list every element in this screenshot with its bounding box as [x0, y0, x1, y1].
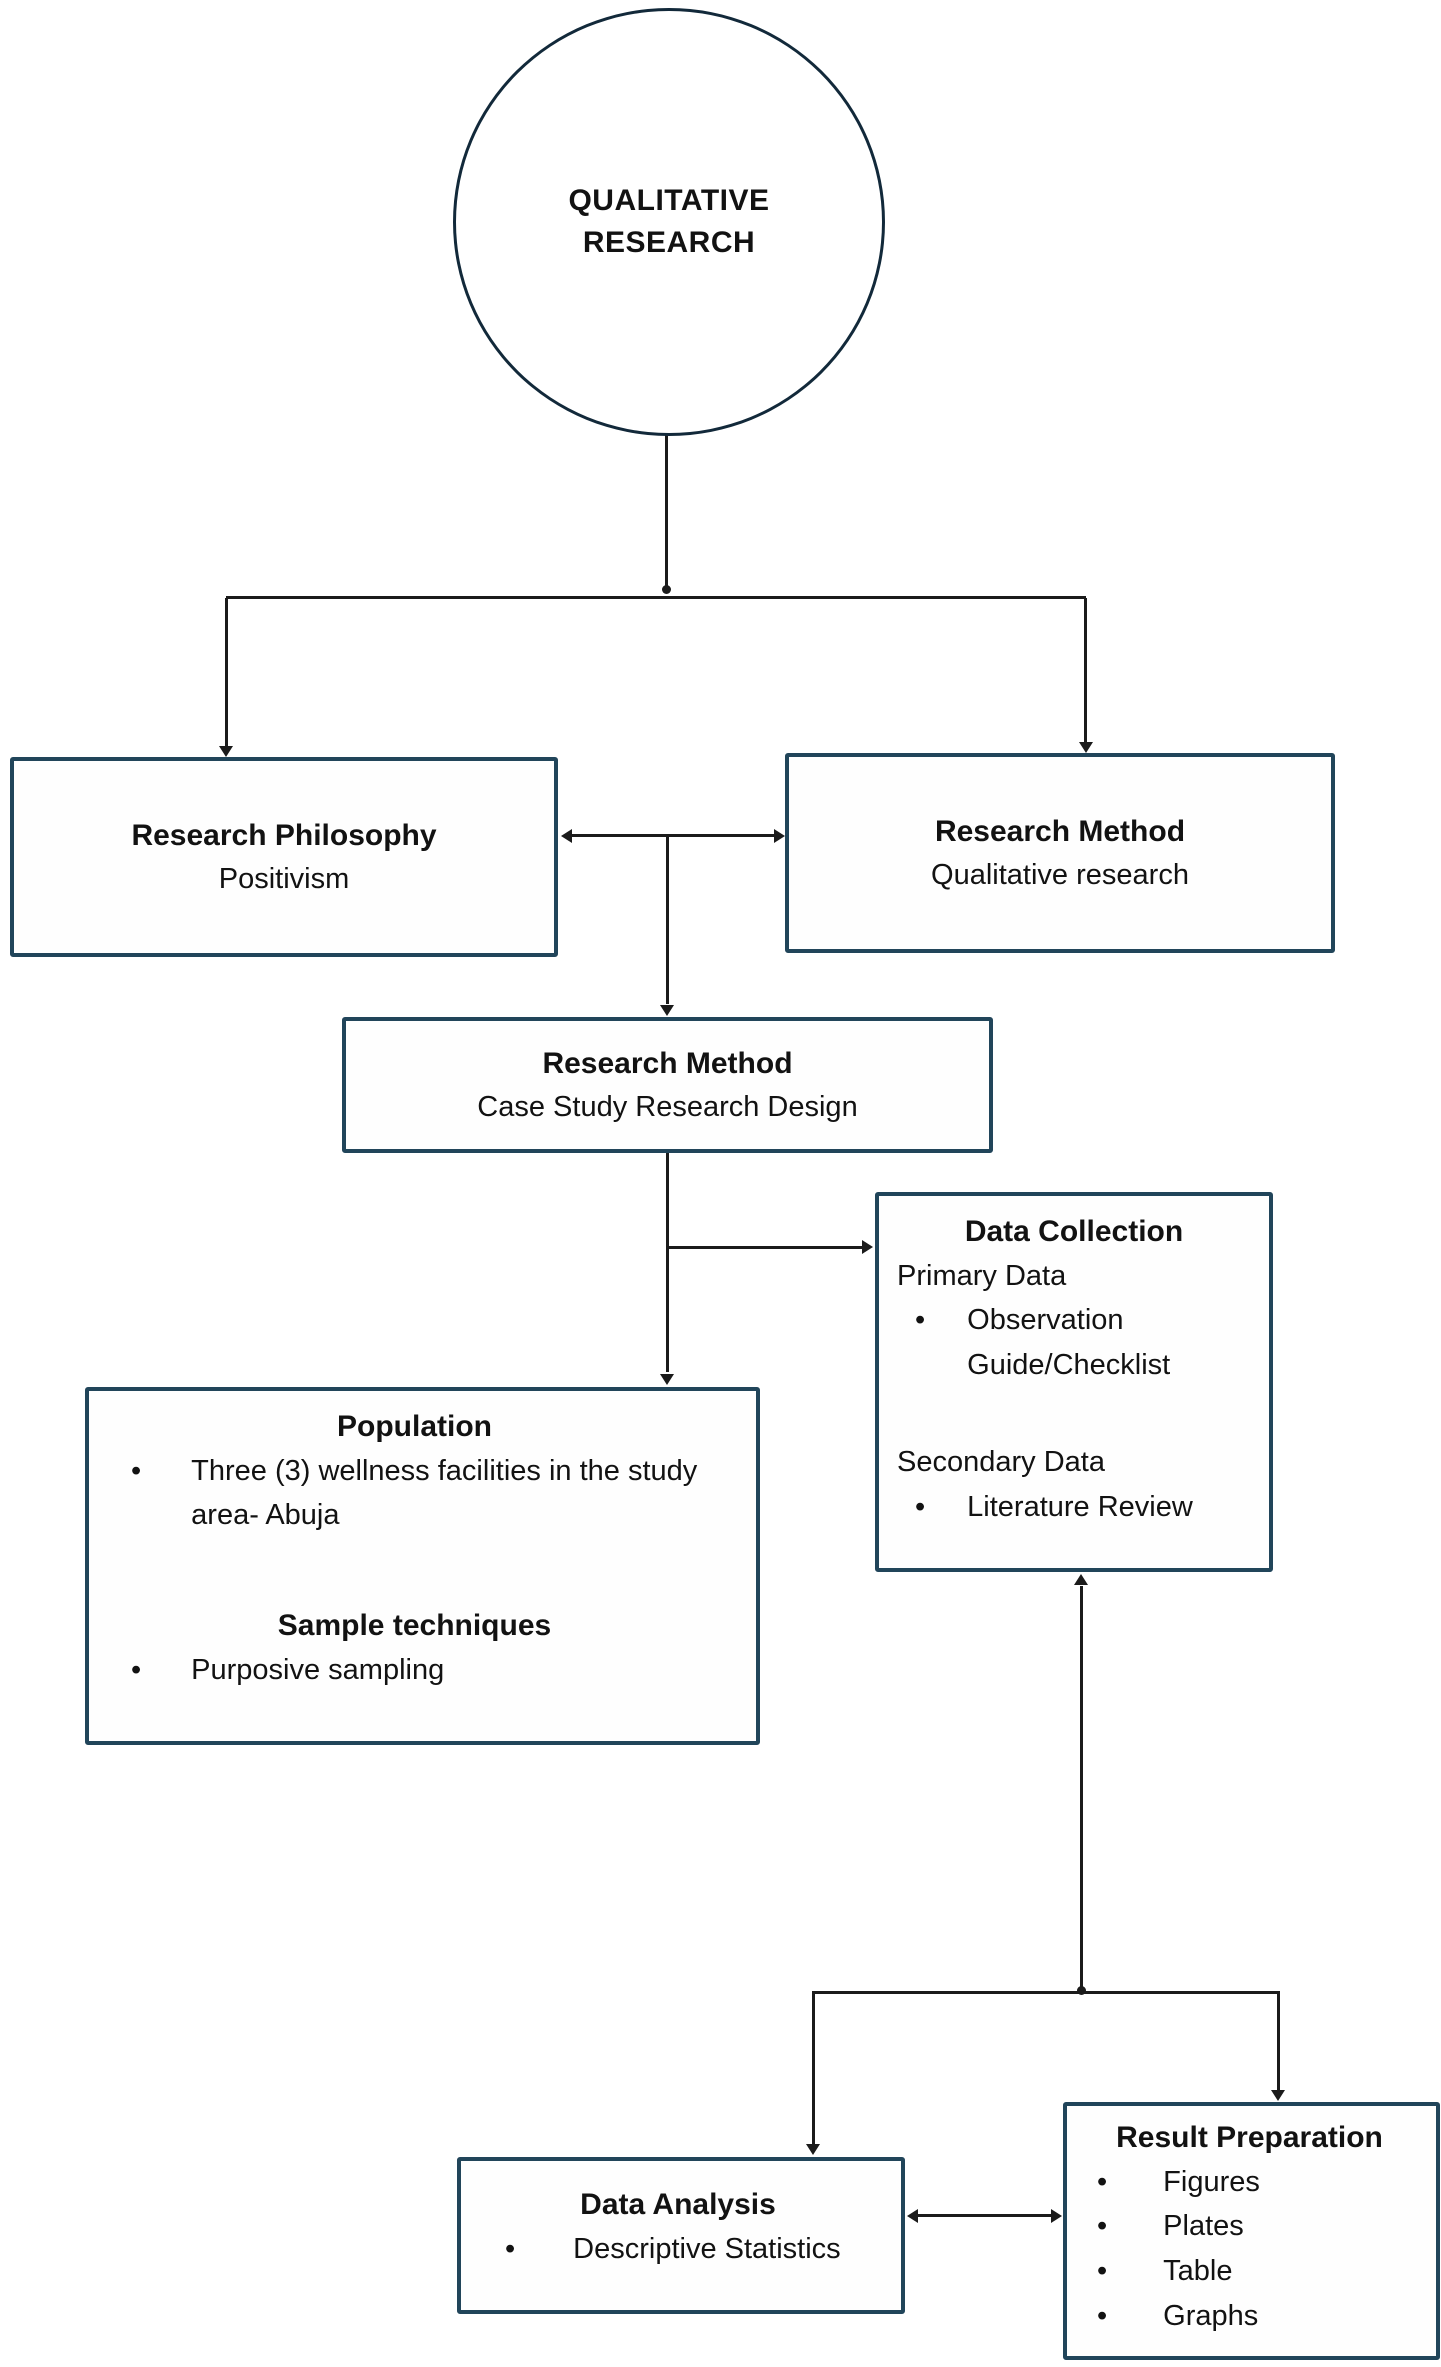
connector-up-from-bottom-split: [1080, 1586, 1083, 1992]
result-preparation-item: • Plates: [1067, 2204, 1432, 2249]
bullet-icon: •: [1097, 2300, 1108, 2333]
connector-to-case-study: [666, 837, 669, 1004]
data-collection-title: Data Collection: [964, 1215, 1184, 1248]
data-collection-secondary-label: Secondary Data: [897, 1446, 1105, 1479]
data-analysis-title: Data Analysis: [580, 2188, 776, 2221]
node-data-analysis: Data Analysis • Descriptive Statistics: [457, 2157, 905, 2314]
research-method-mid-title: Research Method: [542, 1047, 793, 1081]
arrowhead-into-method-left-edge: [774, 829, 785, 843]
node-qualitative-research: QUALITATIVE RESEARCH: [453, 8, 885, 436]
arrowhead-into-result-preparation-left-edge: [1051, 2209, 1062, 2223]
bullet-icon: •: [131, 1653, 142, 1686]
result-preparation-item: • Graphs: [1067, 2294, 1432, 2339]
connector-drop-left: [225, 598, 228, 746]
circle-title-line1: QUALITATIVE: [568, 184, 770, 217]
result-preparation-bullet-text: Graphs: [1163, 2300, 1259, 2333]
junction-dot-top: [662, 585, 671, 594]
arrowhead-into-data-analysis: [806, 2144, 820, 2155]
data-collection-primary-label: Primary Data: [897, 1259, 1067, 1292]
bullet-icon: •: [1097, 2165, 1108, 2198]
arrowhead-into-research-method-top: [1079, 742, 1093, 753]
connector-drop-to-data-analysis: [812, 1991, 815, 2144]
connector-split-horizontal: [226, 596, 1086, 599]
bullet-icon: •: [915, 1491, 926, 1524]
arrowhead-into-result-preparation: [1271, 2090, 1285, 2101]
bullet-icon: •: [915, 1304, 926, 1337]
result-preparation-item: • Table: [1067, 2249, 1432, 2294]
arrowhead-into-population: [660, 1374, 674, 1385]
connector-circle-to-split: [665, 434, 668, 592]
data-collection-secondary-item: • Literature Review: [889, 1485, 1259, 1530]
population-bullet-text: Three (3) wellness facilities in the stu…: [191, 1454, 698, 1532]
bullet-icon: •: [131, 1454, 142, 1487]
bullet-icon: •: [1097, 2210, 1108, 2243]
node-research-philosophy: Research Philosophy Positivism: [10, 757, 558, 957]
arrowhead-into-data-collection: [862, 1240, 873, 1254]
data-collection-spacer: [889, 1388, 1259, 1440]
population-sample-title: Sample techniques: [277, 1609, 552, 1643]
connector-bottom-horizontal: [813, 1991, 1280, 1994]
node-data-collection: Data Collection Primary Data • Observati…: [875, 1192, 1273, 1572]
result-preparation-bullet-text: Figures: [1163, 2165, 1260, 2198]
connector-branch-to-data-collection: [667, 1246, 863, 1249]
node-research-method-top: Research Method Qualitative research: [785, 753, 1335, 953]
research-method-top-title: Research Method: [934, 815, 1186, 849]
data-analysis-bullet-text: Descriptive Statistics: [573, 2232, 841, 2265]
data-collection-secondary-bullet-text: Literature Review: [967, 1491, 1193, 1524]
connector-drop-to-result-preparation: [1277, 1991, 1280, 2090]
result-preparation-title: Result Preparation: [1116, 2121, 1383, 2154]
arrowhead-into-philosophy-right-edge: [561, 829, 572, 843]
research-method-top-subtitle: Qualitative research: [931, 858, 1189, 891]
result-preparation-bullet-text: Plates: [1163, 2210, 1244, 2243]
arrowhead-up-into-data-collection: [1074, 1574, 1088, 1585]
population-spacer: [89, 1538, 740, 1604]
node-population: Population • Three (3) wellness faciliti…: [85, 1387, 760, 1745]
research-method-mid-subtitle: Case Study Research Design: [477, 1090, 858, 1123]
data-analysis-item: • Descriptive Statistics: [461, 2227, 895, 2272]
arrowhead-into-case-study: [660, 1005, 674, 1016]
population-sample-bullet-text: Purposive sampling: [191, 1653, 445, 1686]
junction-dot-bottom: [1077, 1986, 1086, 1995]
connector-between-bottom-boxes: [918, 2214, 1052, 2217]
connector-between-top-boxes: [572, 834, 774, 837]
bullet-icon: •: [1097, 2255, 1108, 2288]
bullet-icon: •: [505, 2232, 516, 2265]
result-preparation-item: • Figures: [1067, 2160, 1432, 2205]
connector-drop-right: [1084, 598, 1087, 742]
research-philosophy-title: Research Philosophy: [131, 819, 437, 853]
node-research-method-mid: Research Method Case Study Research Desi…: [342, 1017, 993, 1153]
result-preparation-bullet-text: Table: [1163, 2255, 1233, 2288]
arrowhead-into-data-analysis-right-edge: [907, 2209, 918, 2223]
research-philosophy-subtitle: Positivism: [218, 862, 350, 895]
population-sample-item: • Purposive sampling: [89, 1648, 740, 1693]
circle-title-line2: RESEARCH: [582, 226, 756, 259]
node-result-preparation: Result Preparation • Figures • Plates • …: [1063, 2102, 1440, 2360]
population-title: Population: [337, 1410, 492, 1443]
connector-to-population: [666, 1152, 669, 1372]
data-collection-primary-bullet-text: Observation Guide/Checklist: [967, 1304, 1171, 1382]
arrowhead-into-research-philosophy: [219, 746, 233, 757]
data-collection-primary-item: • Observation Guide/Checklist: [889, 1298, 1259, 1388]
population-item: • Three (3) wellness facilities in the s…: [89, 1449, 740, 1539]
